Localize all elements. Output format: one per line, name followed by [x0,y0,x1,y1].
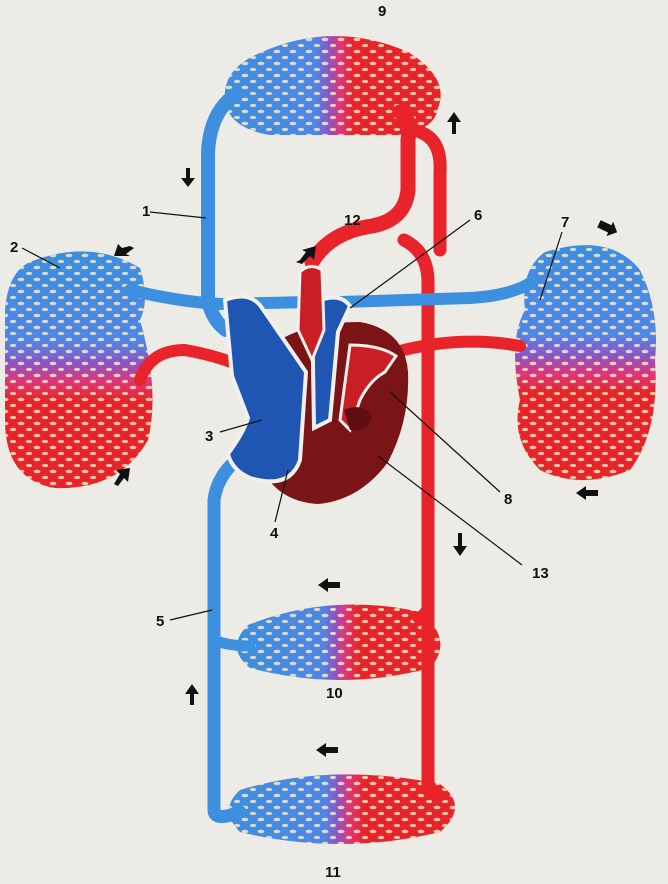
capillary-bed-9 [224,36,441,135]
heart [222,265,409,504]
flow-arrows [114,112,618,757]
artery-right-loop-down [413,125,447,257]
capillary-bed-2 [5,251,153,489]
diagram-labels: 1 2 3 4 5 6 7 8 9 10 11 12 13 [10,3,569,881]
vein-from-bed-10 [208,634,256,652]
arrow-left-icon [318,578,340,592]
capillary-bed-7 [515,245,656,480]
label-8: 8 [504,491,512,508]
artery-to-bed-10 [412,592,434,624]
label-10: 10 [326,685,343,702]
label-6: 6 [474,207,482,224]
label-4: 4 [270,525,279,542]
label-7: 7 [561,214,569,231]
arrow-down-icon [181,168,195,187]
label-1: 1 [142,203,150,220]
label-13: 13 [532,565,549,582]
arrow-right-down-icon [597,220,618,237]
arrow-upright-icon [114,468,130,486]
arrow-down-icon [453,533,467,556]
label-2: 2 [10,239,18,256]
vein-from-bed-7 [334,276,538,308]
label-5: 5 [156,613,164,630]
arrow-upleft-icon [114,244,134,256]
label-11: 11 [325,864,341,881]
label-3: 3 [205,428,213,445]
arrow-left-icon [576,486,598,500]
arrow-up-icon [447,112,461,134]
artery-upper-arch [304,104,417,270]
arrow-up-icon [185,684,199,705]
vein-upper-left [201,87,243,337]
arrow-left-icon [316,743,338,757]
label-9: 9 [378,3,386,20]
label-12: 12 [344,212,361,229]
capillary-bed-11 [229,774,455,844]
artery-to-bed-7 [390,335,526,358]
artery-to-bed-11 [422,774,446,802]
aorta-descending [397,233,435,797]
vein-from-bed-2 [124,284,316,310]
capillary-bed-10 [236,604,441,680]
arrow-upright-icon [296,246,316,264]
